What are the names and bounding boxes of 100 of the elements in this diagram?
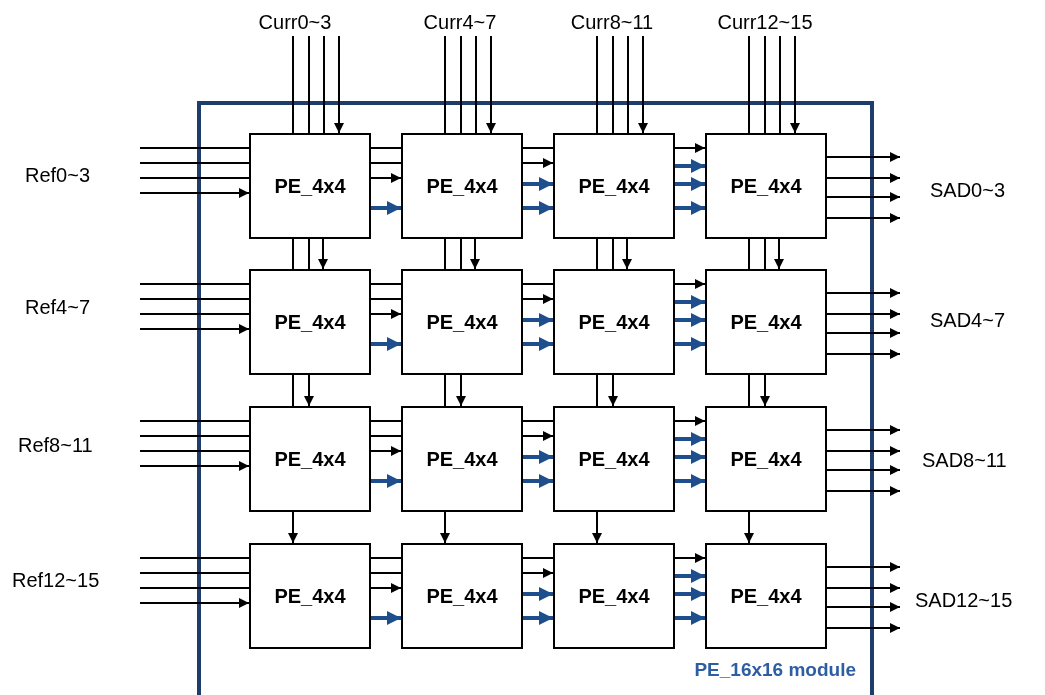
signal-line	[460, 238, 462, 270]
block-label: PE_4x4	[274, 310, 346, 334]
arrow	[674, 279, 706, 289]
signal-line	[444, 35, 446, 134]
signal-line	[370, 147, 402, 149]
signal-line	[139, 162, 250, 164]
arrow	[774, 238, 784, 270]
signal-line	[139, 298, 250, 300]
arrow	[523, 201, 553, 215]
arrow	[334, 35, 344, 134]
processing-element-box	[553, 133, 675, 239]
arrow	[622, 238, 632, 270]
arrow	[675, 611, 705, 625]
signal-label: SAD4~7	[930, 308, 1006, 332]
arrow	[370, 446, 402, 456]
module-label: PE_16x16 module	[694, 659, 856, 681]
block-label: PE_4x4	[578, 310, 650, 334]
signal-line	[139, 572, 250, 574]
signal-line	[522, 283, 554, 285]
signal-line	[292, 238, 294, 270]
signal-label: Ref0~3	[25, 163, 91, 187]
processing-element-box	[553, 269, 675, 375]
arrow	[638, 35, 648, 134]
arrow	[675, 474, 705, 488]
arrow	[139, 324, 250, 334]
signal-line	[323, 35, 325, 134]
signal-line	[596, 374, 598, 407]
arrow	[675, 569, 705, 583]
arrow	[675, 313, 705, 327]
block-label: PE_4x4	[578, 174, 650, 198]
arrow	[139, 461, 250, 471]
signal-label: Curr0~3	[258, 10, 332, 34]
arrow	[760, 374, 770, 407]
signal-line	[370, 298, 402, 300]
arrow	[675, 295, 705, 309]
arrow	[826, 349, 901, 359]
arrow	[370, 583, 402, 593]
arrow	[744, 511, 754, 544]
arrow	[371, 474, 401, 488]
signal-line	[764, 238, 766, 270]
signal-label: Ref8~11	[18, 433, 93, 457]
arrow	[523, 177, 553, 191]
signal-line	[139, 283, 250, 285]
block-label: PE_4x4	[426, 310, 498, 334]
block-label: PE_4x4	[274, 447, 346, 471]
signal-line	[292, 35, 294, 134]
arrow	[675, 587, 705, 601]
arrow	[523, 611, 553, 625]
signal-line	[139, 435, 250, 437]
arrow	[139, 598, 250, 608]
signal-line	[596, 35, 598, 134]
signal-line	[596, 238, 598, 270]
block-label: PE_4x4	[426, 584, 498, 608]
arrow	[139, 188, 250, 198]
arrow	[608, 374, 618, 407]
arrow	[790, 35, 800, 134]
arrow	[371, 611, 401, 625]
signal-label: Ref12~15	[12, 568, 100, 592]
arrow	[370, 309, 402, 319]
arrow	[826, 602, 901, 612]
signal-label: Curr4~7	[423, 10, 497, 34]
signal-line	[522, 557, 554, 559]
arrow	[304, 374, 314, 407]
signal-line	[370, 162, 402, 164]
arrow	[440, 511, 450, 544]
processing-element-box	[705, 133, 827, 239]
arrow	[826, 213, 901, 223]
block-label: PE_4x4	[730, 447, 802, 471]
arrow	[522, 568, 554, 578]
arrow	[523, 337, 553, 351]
block-label: PE_4x4	[730, 310, 802, 334]
signal-line	[370, 572, 402, 574]
signal-line	[612, 238, 614, 270]
processing-element-box	[401, 269, 523, 375]
arrow	[826, 288, 901, 298]
arrow	[371, 337, 401, 351]
block-label: PE_4x4	[578, 447, 650, 471]
signal-line	[308, 238, 310, 270]
signal-line	[748, 374, 750, 407]
signal-line	[139, 147, 250, 149]
arrow	[470, 238, 480, 270]
signal-line	[764, 35, 766, 134]
arrow	[675, 201, 705, 215]
processing-element-box	[553, 406, 675, 512]
signal-line	[139, 313, 250, 315]
arrow	[523, 587, 553, 601]
signal-line	[370, 283, 402, 285]
processing-element-box	[249, 543, 371, 649]
block-label: PE_4x4	[274, 584, 346, 608]
signal-label: SAD8~11	[922, 448, 1007, 472]
arrow	[674, 553, 706, 563]
arrow	[826, 328, 901, 338]
processing-element-box	[249, 406, 371, 512]
arrow	[486, 35, 496, 134]
arrow	[522, 431, 554, 441]
signal-line	[748, 35, 750, 134]
arrow	[826, 152, 901, 162]
processing-element-box	[705, 269, 827, 375]
signal-line	[370, 420, 402, 422]
arrow	[523, 474, 553, 488]
